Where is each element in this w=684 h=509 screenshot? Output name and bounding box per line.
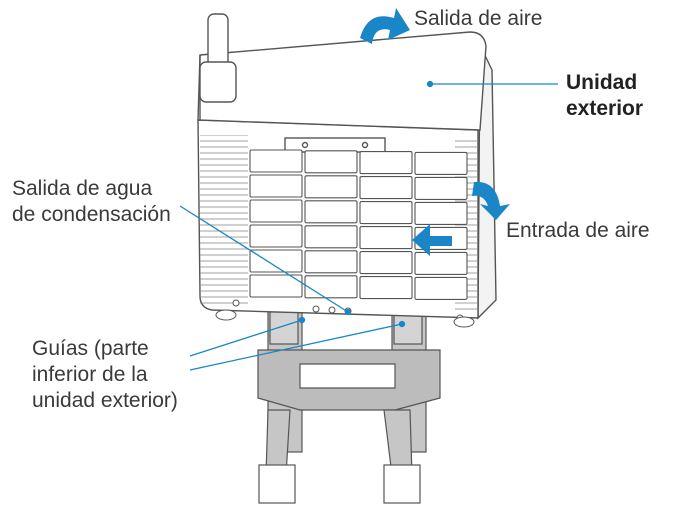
- grille-cell: [249, 224, 303, 248]
- grille-cell: [359, 226, 413, 250]
- unit-connector-base: [199, 61, 237, 103]
- air-outlet-arrow-icon: [360, 8, 410, 44]
- grille-cell: [359, 151, 413, 175]
- grille-cell: [249, 274, 303, 298]
- air-outlet-label: Salida de aire: [414, 7, 543, 30]
- outdoor-unit-label-line1: Unidad: [566, 71, 638, 94]
- air-inlet-arrow-icon: [472, 181, 510, 220]
- grille-cell: [414, 151, 468, 175]
- guide-left: [269, 311, 299, 345]
- guides-label-line3: unidad exterior): [32, 389, 178, 412]
- unit-top-lid: [197, 31, 487, 131]
- guides-label-line1: Guías (parte: [32, 337, 149, 360]
- unit-grille-cells: [249, 149, 468, 300]
- grille-cell: [359, 251, 413, 275]
- grille-cell: [304, 175, 358, 199]
- stand-foot-right: [383, 464, 421, 504]
- outdoor-unit-label-line2: exterior: [566, 97, 644, 120]
- grille-cell: [359, 201, 413, 225]
- grille-cell: [249, 174, 303, 198]
- leader-condensate: [179, 205, 349, 313]
- leader-lines: [179, 80, 558, 371]
- grille-cell: [414, 176, 468, 200]
- airflow-arrows: [360, 8, 510, 256]
- condensate-outlet-label: Salida de agua de condensación: [12, 176, 171, 228]
- guides-label-line2: inferior de la: [32, 363, 148, 386]
- leader-guide-right: [189, 323, 403, 371]
- grille-cell: [304, 225, 358, 249]
- grille-cell: [304, 150, 358, 174]
- air-inlet-arrow-lower-icon: [412, 224, 452, 256]
- grille-cell: [414, 251, 468, 275]
- condensate-outlet-label-line2: de condensación: [12, 203, 171, 226]
- condensate-outlet-label-line1: Salida de agua: [12, 177, 153, 200]
- grille-cell: [304, 250, 358, 274]
- outdoor-unit-label: Unidad exterior: [566, 70, 643, 122]
- stand: [257, 311, 441, 504]
- air-inlet-label: Entrada de aire: [506, 219, 650, 242]
- unit-grille-left: [200, 135, 248, 305]
- stand-foot-left: [258, 464, 296, 504]
- grille-cell: [304, 200, 358, 224]
- leader-guide-left: [189, 319, 303, 357]
- guides-label: Guías (parte inferior de la unidad exter…: [32, 336, 178, 414]
- grille-cell: [249, 149, 303, 173]
- grille-cell: [249, 199, 303, 223]
- grille-cell: [414, 276, 468, 300]
- grille-cell: [414, 201, 468, 225]
- guide-right: [393, 311, 423, 345]
- grille-cell: [359, 276, 413, 300]
- grille-cell: [249, 249, 303, 273]
- grille-cell: [304, 275, 358, 299]
- grille-cell: [359, 176, 413, 200]
- stand-frame-opening: [299, 363, 396, 389]
